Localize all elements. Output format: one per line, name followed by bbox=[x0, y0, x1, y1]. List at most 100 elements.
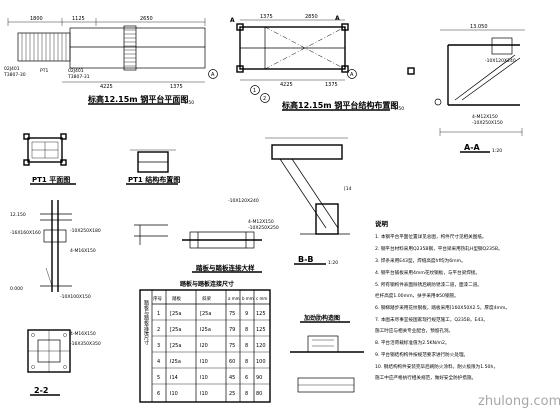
pt1-structure-view: PT1 结构布置图 bbox=[126, 149, 180, 185]
struct-axis-1: 1 bbox=[253, 88, 256, 94]
table-title: 踏板与踏板连接尺寸 bbox=[180, 280, 234, 288]
table-cell: I10 bbox=[200, 391, 208, 397]
aa-title: A-A bbox=[464, 143, 481, 152]
aa-scale: 1:20 bbox=[492, 148, 502, 154]
struct-axis-2: 2 bbox=[263, 96, 266, 102]
ladder-table: 踏板与踏板连接尺寸 踏板与踏板连接尺寸 序号 踏板 斜梁 a mm b mm c… bbox=[139, 280, 271, 403]
watermark: zhulong.com bbox=[478, 394, 560, 409]
struct-dim-top-1: 1375 bbox=[260, 14, 273, 20]
notes-line: 9. 平台钢结构构件按规范要求进行防火处理。 bbox=[375, 351, 468, 358]
pt1-plan-title: PT1 平面图 bbox=[32, 175, 70, 184]
plan-title: 标高12.15m 钢平台平面图 bbox=[87, 94, 188, 104]
table-cell: 6 bbox=[157, 391, 160, 397]
table-cell: 75 bbox=[229, 343, 235, 349]
table-header-3: 斜梁 bbox=[202, 295, 211, 302]
table-cell: 125 bbox=[256, 311, 266, 317]
plan-ref-4: 02J401 bbox=[68, 68, 84, 74]
ladder-detail-view: 踏板与踏板连接大样 bbox=[134, 224, 262, 273]
pt1-struct-title: PT1 结构布置图 bbox=[128, 175, 180, 184]
plan-dim-bottom-2: 1375 bbox=[170, 84, 183, 90]
col-level-2: 0.000 bbox=[10, 286, 23, 292]
column-elevation-view: -16X160X160 -10X250X180 4-M16X150 -10X10… bbox=[10, 200, 101, 300]
notes-line: 栏杆高度1.00mm，扶手采用Φ50钢管。 bbox=[375, 292, 459, 299]
section-bb-view: -10X120X240 4-M12X150 -10X250X250 [14 B-… bbox=[228, 137, 352, 266]
platform-structure-view: A A 1375 2850 1 2 A 4225 1375 标高12.15m 钢… bbox=[230, 14, 415, 112]
table-header-4: a mm bbox=[228, 296, 240, 301]
ladder-detail-title: 踏板与踏板连接大样 bbox=[196, 263, 255, 272]
notes-line: 4. 钢平台铺板采用4mm花纹钢板，与平台梁焊接。 bbox=[375, 269, 480, 276]
notes-line: 2. 钢平台材料采用Q235B钢，平台梁采用热轧H型钢Q235B。 bbox=[375, 245, 503, 252]
table-cell: 125 bbox=[256, 327, 266, 333]
table-header-5: b mm bbox=[242, 296, 254, 301]
plan-axis-a: A bbox=[211, 72, 215, 78]
notes-title: 说明 bbox=[375, 219, 389, 228]
table-header-2: 踏板 bbox=[172, 295, 181, 302]
structure-title: 标高12.15m 钢平台结构布置图 bbox=[281, 100, 398, 110]
table-cell: I10 bbox=[200, 375, 208, 381]
struct-dim-bottom-1: 4225 bbox=[280, 82, 293, 88]
table-header-1: 序号 bbox=[153, 295, 162, 302]
bb-member-2: 4-M12X150 bbox=[248, 219, 274, 225]
table-cell: 60 bbox=[229, 359, 235, 365]
col-level-1: 12.150 bbox=[10, 212, 26, 218]
table-cell: [25a bbox=[200, 311, 211, 317]
table-cell: 9 bbox=[245, 311, 248, 317]
col-member-1: -16X160X160 bbox=[10, 230, 41, 236]
bb-title: B-B bbox=[298, 255, 314, 264]
struct-axis-a-top2: A bbox=[335, 15, 340, 22]
table-cell: 8 bbox=[245, 327, 248, 333]
notes-line: 5. 所有钢构件表面除锈后刷防锈漆二道，面漆二道。 bbox=[375, 281, 482, 288]
struct-axis-a: A bbox=[350, 72, 354, 78]
table-cell: 2 bbox=[157, 327, 160, 333]
notes-line: 7. 本图未尽事宜按国家现行规范施工，Q235B，E43。 bbox=[375, 316, 488, 323]
aa-level-mark: 13.050 bbox=[470, 24, 488, 30]
table-cell: 80 bbox=[256, 391, 262, 397]
notes-line: 6. 钢梯踏步采用花纹钢板，踏板采用[160X50X2.5，厚度4mm。 bbox=[375, 304, 510, 311]
bb-scale: 1:20 bbox=[328, 260, 338, 266]
notes-line: 施工时应与相关专业配合，预留孔洞。 bbox=[375, 327, 453, 334]
structure-scale: 1:50 bbox=[394, 106, 404, 112]
table-cell: I10 bbox=[170, 391, 178, 397]
struct-dim-bottom-2: 1375 bbox=[325, 82, 338, 88]
table-header-6: c mm bbox=[256, 296, 267, 301]
plan-ref-3: PT1 bbox=[40, 68, 48, 74]
pt1-plan-view: PT1 平面图 bbox=[23, 133, 76, 185]
table-cell: 6 bbox=[245, 375, 248, 381]
plan-dim-bottom-1: 4225 bbox=[100, 84, 113, 90]
notes-line: 8. 平台活荷载标准值为2.5KN/m2。 bbox=[375, 339, 449, 346]
col-member-3: 4-M16X150 bbox=[70, 248, 96, 254]
table-cell: [25a bbox=[170, 311, 181, 317]
table-cell: 100 bbox=[256, 359, 266, 365]
bb-member-3: -10X250X250 bbox=[248, 225, 279, 231]
table-cell: 8 bbox=[245, 391, 248, 397]
table-cell: I14 bbox=[170, 375, 178, 381]
plan-ref-5: T3807-31 bbox=[67, 74, 90, 80]
table-cell: 45 bbox=[229, 375, 235, 381]
table-cell: [25a bbox=[170, 343, 181, 349]
bb-member-1: -10X120X240 bbox=[228, 198, 259, 204]
notes-line: 施工中应严格执行相关规范，做好安全防护措施。 bbox=[375, 374, 476, 381]
table-cell: 79 bbox=[229, 327, 235, 333]
plan-dim-top-1: 1800 bbox=[30, 16, 43, 22]
rail-title: 加劲肋构造图 bbox=[303, 314, 340, 322]
s22-title: 2-2 bbox=[34, 386, 48, 395]
s22-member-1: 4-M16X150 bbox=[70, 331, 96, 337]
s22-member-2: -16X350X350 bbox=[70, 341, 101, 347]
platform-plan-view: 1800 1125 2650 02J401 T3807-30 PT1 02J40… bbox=[3, 16, 218, 106]
plan-dim-top-3: 2650 bbox=[140, 16, 153, 22]
table-cell: 90 bbox=[256, 375, 262, 381]
col-member-2: -10X250X180 bbox=[70, 228, 101, 234]
notes-line: 3. 焊条采用E43型，焊缝高度hf均为6mm。 bbox=[375, 257, 466, 264]
table-cell: 120 bbox=[256, 343, 266, 349]
struct-dim-top-2: 2850 bbox=[305, 14, 318, 20]
plan-dim-top-2: 1125 bbox=[72, 16, 85, 22]
rail-detail-view: 加劲肋构造图 bbox=[290, 314, 364, 393]
table-cell: I25a bbox=[170, 359, 181, 365]
aa-member-1: -10X120X240 bbox=[485, 58, 516, 64]
table-cell: 8 bbox=[245, 359, 248, 365]
table-cell: 8 bbox=[245, 343, 248, 349]
notes-line: 1. 本钢平台平面位置详见总图，构件尺寸见相关图纸。 bbox=[375, 233, 487, 240]
table-cell: I10 bbox=[200, 359, 208, 365]
table-cell: 1 bbox=[157, 311, 160, 317]
plan-ref-1: 02J401 bbox=[4, 66, 20, 72]
